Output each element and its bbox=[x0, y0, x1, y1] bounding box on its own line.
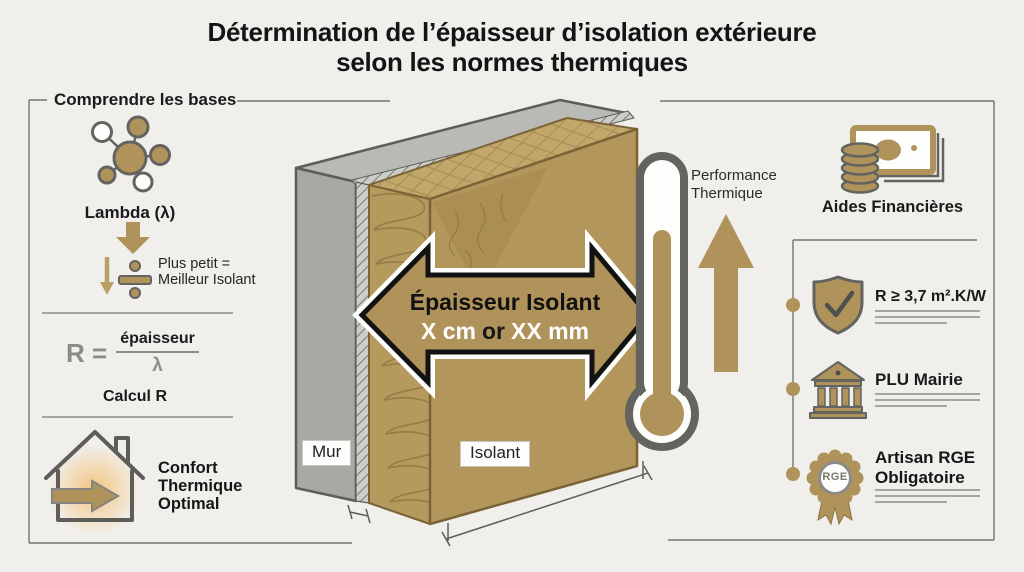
artisan-rge-line2: Obligatoire bbox=[875, 468, 965, 487]
heat-arrow-icon bbox=[51, 479, 121, 513]
batt-texture bbox=[371, 193, 430, 524]
molecule-icon bbox=[91, 115, 171, 193]
comfort-line3: Optimal bbox=[158, 495, 220, 513]
fraction-bar bbox=[116, 351, 199, 353]
connector-dot bbox=[786, 382, 800, 396]
right-panel-header: Aides Financières bbox=[821, 198, 964, 216]
formula-denominator: λ bbox=[152, 355, 163, 376]
fiber-texture bbox=[448, 193, 508, 273]
value-xx-mm: XX mm bbox=[511, 318, 589, 344]
connector-dot bbox=[786, 298, 800, 312]
value-or: or bbox=[482, 318, 505, 344]
smaller-better-note: Plus petit = Meilleur Isolant bbox=[158, 256, 256, 288]
comfort-line2: Thermique bbox=[158, 477, 243, 495]
house-comfort-icon bbox=[44, 430, 145, 536]
wall-label: Mur bbox=[302, 440, 352, 466]
value-x-cm: X cm bbox=[421, 318, 476, 344]
comfort-line1: Confort bbox=[158, 459, 218, 477]
artisan-rge-line1: Artisan RGE bbox=[875, 448, 976, 467]
plu-mairie-label: PLU Mairie bbox=[875, 370, 963, 389]
performance-label: Performance Thermique bbox=[691, 167, 777, 203]
right-bracket bbox=[786, 239, 977, 481]
insulation-label: Isolant bbox=[460, 441, 531, 467]
performance-line1: Performance bbox=[691, 167, 777, 184]
dimension-lines bbox=[347, 461, 653, 547]
smaller-lambda-icons bbox=[100, 257, 152, 299]
r-requirement-label: R ≥ 3,7 m².K/W bbox=[875, 288, 987, 305]
town-hall-icon bbox=[809, 361, 867, 419]
formula-numerator: épaisseur bbox=[120, 330, 195, 347]
artisan-rge-label: Artisan RGE Obligatoire bbox=[875, 448, 975, 488]
formula-lhs: R = bbox=[66, 338, 108, 368]
rge-badge-text: RGE bbox=[822, 471, 848, 483]
connector-dot bbox=[786, 467, 800, 481]
division-icon bbox=[129, 260, 141, 272]
formula-fraction: épaisseur λ bbox=[116, 330, 199, 377]
down-arrow-icon bbox=[116, 222, 150, 254]
thickness-arrow-title: Épaisseur Isolant bbox=[409, 289, 601, 315]
r-formula: R = épaisseur λ bbox=[66, 330, 199, 377]
money-icon bbox=[840, 125, 945, 194]
calcul-r-caption: Calcul R bbox=[102, 388, 167, 405]
shield-check-icon bbox=[812, 275, 864, 335]
coin-stack-icon bbox=[840, 142, 880, 194]
page-title-line2: selon les normes thermiques bbox=[336, 47, 688, 77]
rge-badge-icon bbox=[806, 449, 864, 526]
smaller-better-line2: Meilleur Isolant bbox=[158, 271, 256, 288]
page-title-line1: Détermination de l’épaisseur d’isolation… bbox=[207, 17, 817, 47]
performance-up-arrow-icon bbox=[698, 214, 754, 372]
left-panel-header: Comprendre les bases bbox=[54, 90, 237, 109]
lambda-label: Lambda (λ) bbox=[84, 203, 176, 222]
performance-line2: Thermique bbox=[691, 185, 763, 202]
comfort-label: Confort Thermique Optimal bbox=[158, 459, 242, 513]
smaller-better-line1: Plus petit = bbox=[158, 256, 231, 272]
